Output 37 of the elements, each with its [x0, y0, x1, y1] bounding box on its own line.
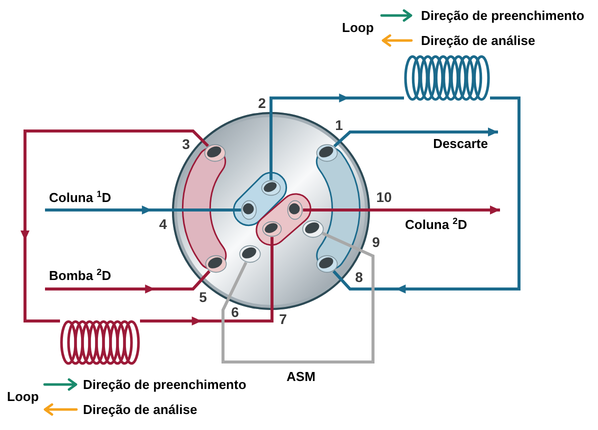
port-number: 6 — [230, 305, 240, 319]
port-hole — [261, 180, 281, 196]
legend-label: Direção de análise — [83, 403, 198, 417]
port-number: 9 — [371, 235, 381, 249]
flow-arrow — [20, 130, 210, 322]
legend-title: Loop — [342, 21, 375, 35]
flow-arrow — [45, 206, 241, 214]
outlet-label: Descarte — [400, 132, 500, 153]
inlet-label: Coluna $^{1}$D — [45, 189, 117, 210]
legend-label: Direção de preenchimento — [421, 9, 584, 23]
port-number: 1 — [334, 118, 344, 132]
legend-label: Direção de análise — [421, 34, 536, 48]
tubing-coil — [60, 320, 140, 365]
port-number: 10 — [375, 190, 393, 204]
port-hole — [302, 220, 324, 238]
flow-arrow — [270, 94, 404, 180]
flow-arrow — [45, 270, 210, 294]
inlet-label: Bomba $^{2}$D — [45, 267, 125, 289]
port-number: 8 — [354, 270, 364, 284]
port-number: 4 — [158, 217, 168, 231]
flow-arrow — [332, 96, 520, 294]
port-hole — [241, 200, 257, 220]
flow-arrow — [333, 128, 498, 148]
flow-groove — [316, 147, 360, 270]
port-hole — [262, 221, 282, 237]
port-number: 2 — [257, 96, 267, 110]
port-number: 7 — [278, 312, 288, 326]
tubing-line — [222, 232, 374, 364]
outlet-label: Coluna $^{2}$D — [402, 210, 500, 233]
tubing-coil — [404, 55, 490, 101]
port-number: 5 — [198, 290, 208, 304]
flow-groove — [182, 147, 227, 270]
port-number: 3 — [181, 137, 191, 151]
flow-arrow — [140, 237, 274, 326]
legend-title: Loop — [7, 390, 40, 404]
port-hole — [287, 200, 303, 220]
legend-label: Direção de preenchimento — [83, 378, 246, 392]
